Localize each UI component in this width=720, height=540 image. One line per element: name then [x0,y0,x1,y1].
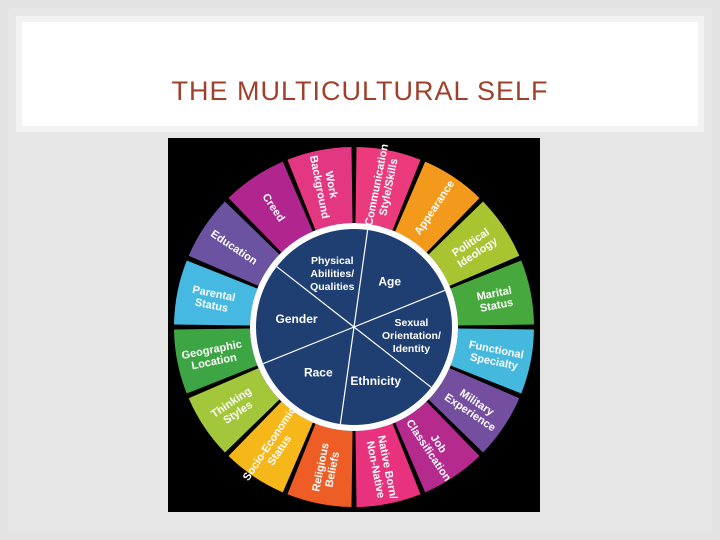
core-label-gender: Gender [276,312,318,326]
outer-segment-geographic-location [174,328,258,394]
page-title: THE MULTICULTURAL SELF [171,76,549,106]
core-divider-line [276,266,355,328]
outer-segment-political-ideology [428,201,520,286]
outer-segment-functional-specialty [450,328,534,394]
core-label-age: Age [378,274,401,288]
core-dividers [262,229,446,425]
outer-segment-religious-beliefs [287,423,353,507]
core-divider-line [339,326,355,425]
title-box: THE MULTICULTURAL SELF [22,22,698,126]
outer-segment-thinking-styles [188,368,280,453]
outer-segment-socio-economic-status [228,401,313,493]
core-divider-line [262,326,355,365]
outer-segment-parental-status [174,260,258,326]
outer-segment-marital-status [450,260,534,326]
core-divider-line [353,289,446,328]
outer-segment-military-experience [428,368,520,453]
outer-segment-job-classification [395,401,480,493]
outer-segment-native-born-non-native [355,423,421,507]
core-divider-line [353,229,369,328]
core-divider-line [353,326,432,388]
outer-segment-education [188,201,280,286]
outer-segment-creed [228,161,313,253]
outer-segment-communication-style-skills [355,147,421,231]
outer-segment-work-background [287,147,353,231]
core-label-ethnicity: Ethnicity [350,374,401,388]
core-label-race: Race [304,366,333,380]
outer-ring [174,147,534,507]
outer-segment-appearance [395,161,480,253]
